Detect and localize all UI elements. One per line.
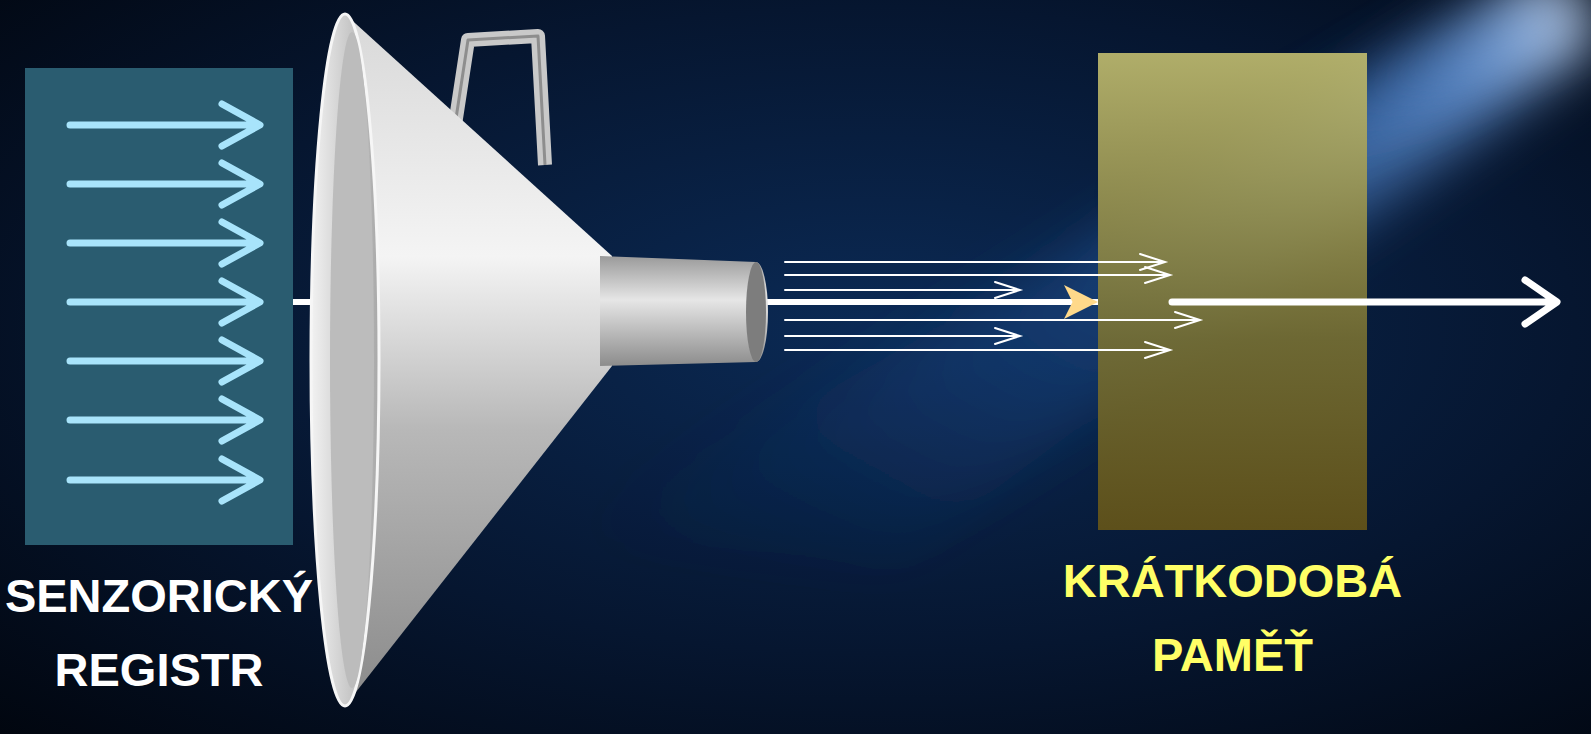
thin-arrow [785, 328, 1020, 344]
input-arrow [70, 104, 260, 146]
thin-arrow [785, 282, 1020, 298]
thin-arrow [785, 342, 1170, 358]
stage-label: KRÁTKODOBÁ PAMĚŤ [1023, 544, 1443, 692]
funnel-opening [330, 32, 374, 688]
thin-arrow [785, 254, 1165, 270]
output-arrow [1172, 280, 1557, 324]
light-beam [560, 0, 1591, 560]
input-arrow [70, 163, 260, 205]
memory-stage-box: SENZORICKÝ REGISTR [25, 68, 293, 545]
funnel-cone [345, 14, 612, 706]
input-arrow [70, 399, 260, 441]
input-arrow [70, 340, 260, 382]
input-arrow [70, 222, 260, 264]
memory-stage-box: KRÁTKODOBÁ PAMĚŤ [1098, 53, 1367, 530]
filtered-arrows [785, 254, 1200, 358]
input-arrow [70, 281, 260, 323]
funnel-rim [311, 14, 379, 706]
funnel-handle-edge [455, 36, 545, 165]
thin-arrow [785, 267, 1170, 283]
sensory-arrows [70, 104, 260, 501]
flow-arrow [293, 299, 1098, 305]
funnel-spout-end [746, 262, 766, 362]
funnel-spout [600, 256, 768, 366]
input-arrow [70, 459, 260, 501]
funnel-handle [455, 36, 545, 165]
funnel-illustration [311, 14, 768, 706]
thin-arrow [785, 312, 1200, 328]
stage-label: SENZORICKÝ REGISTR [0, 559, 349, 707]
